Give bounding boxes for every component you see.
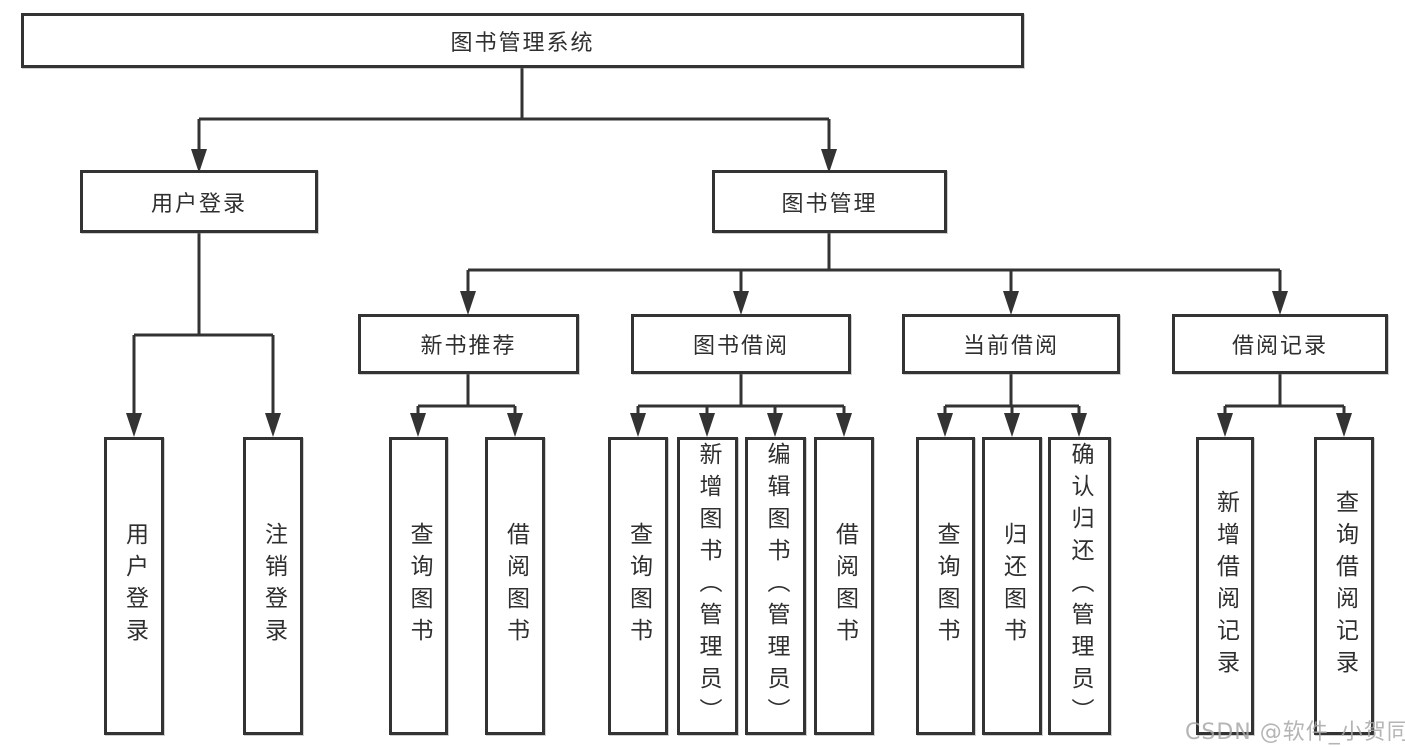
leaf-borrow-books-recommend: 借阅图书 [485,437,545,735]
leaf-label: 借阅图书 [502,522,529,650]
leaf-return-books: 归还图书 [982,437,1042,735]
node-borrow-records: 借阅记录 [1172,314,1388,374]
leaf-logout-login: 注销登录 [243,437,303,735]
csdn-watermark: CSDN @软件_小贺同学 [1185,720,1405,745]
node-label: 图书借阅 [692,334,789,359]
leaf-confirm-return-admin: 确认归还（管理员） [1048,437,1111,735]
leaf-label: 归还图书 [999,522,1026,650]
leaf-edit-books-admin: 编辑图书（管理员） [745,437,806,735]
leaf-label: 查询图书 [625,522,652,650]
leaf-add-borrow-record: 新增借阅记录 [1196,437,1254,735]
node-label: 用户登录 [150,191,247,217]
node-label: 借阅记录 [1231,334,1328,359]
leaf-label: 新增借阅记录 [1212,490,1239,682]
leaf-label: 查询借阅记录 [1331,490,1358,682]
leaf-query-borrow-record: 查询借阅记录 [1314,437,1374,735]
leaf-label: 确认归还（管理员） [1067,442,1093,730]
leaf-label: 编辑图书（管理员） [763,442,789,730]
leaf-label: 查询图书 [406,522,432,650]
leaf-query-books-current: 查询图书 [916,437,975,735]
leaf-label: 注销登录 [260,522,287,650]
leaf-query-books-borrow: 查询图书 [608,437,668,735]
leaf-borrow-books: 借阅图书 [814,437,874,735]
node-label: 图书管理系统 [450,30,595,56]
leaf-label: 查询图书 [933,522,959,650]
node-book-management: 图书管理 [712,170,947,233]
node-user-login: 用户登录 [80,170,318,233]
node-current-borrow: 当前借阅 [902,314,1120,374]
node-new-book-recommend: 新书推荐 [358,314,579,374]
leaf-label: 用户登录 [121,522,148,650]
leaf-label: 新增图书（管理员） [695,442,721,730]
leaf-label: 借阅图书 [831,522,858,650]
node-label: 图书管理 [781,191,878,217]
leaf-query-books-recommend: 查询图书 [389,437,448,735]
node-book-borrow: 图书借阅 [631,314,851,374]
leaf-user-login: 用户登录 [104,437,164,735]
node-label: 新书推荐 [420,334,517,359]
node-label: 当前借阅 [962,334,1059,359]
leaf-add-books-admin: 新增图书（管理员） [677,437,738,735]
node-library-system: 图书管理系统 [21,13,1024,68]
